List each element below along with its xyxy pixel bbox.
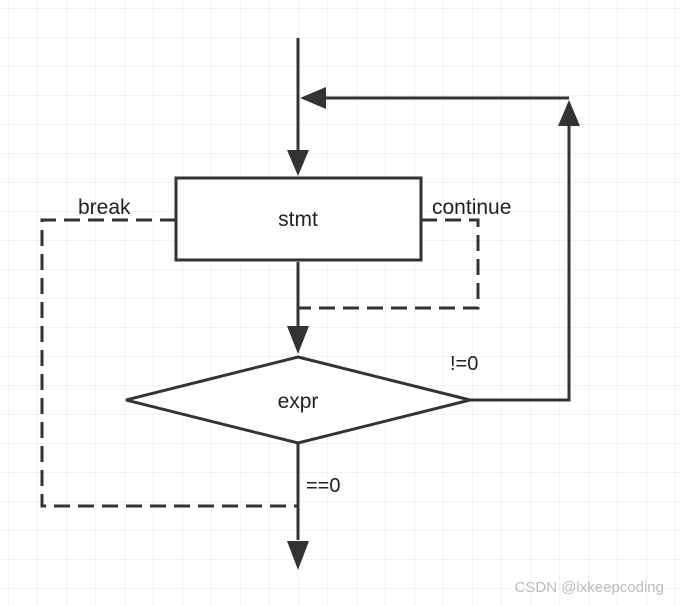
stmt-box [174, 176, 423, 262]
expr-diamond [125, 355, 471, 445]
not-zero-loop-line [470, 124, 571, 402]
arrow-into-expr-icon [287, 326, 309, 354]
watermark-text: CSDN @lxkeepcoding [515, 579, 664, 596]
equals-zero-label: ==0 [306, 475, 340, 497]
stmt-label: stmt [278, 208, 318, 231]
continue-dashed-line [298, 218, 480, 310]
arrow-into-stmt-icon [287, 150, 309, 176]
arrow-up-loop-icon [558, 100, 580, 126]
arrow-exit-icon [287, 541, 309, 570]
arrow-loop-back-icon [300, 87, 326, 109]
expr-label: expr [278, 390, 319, 413]
break-dashed-line [40, 218, 298, 508]
continue-label: continue [432, 196, 511, 219]
not-zero-label: !=0 [450, 353, 478, 375]
break-label: break [78, 196, 131, 219]
